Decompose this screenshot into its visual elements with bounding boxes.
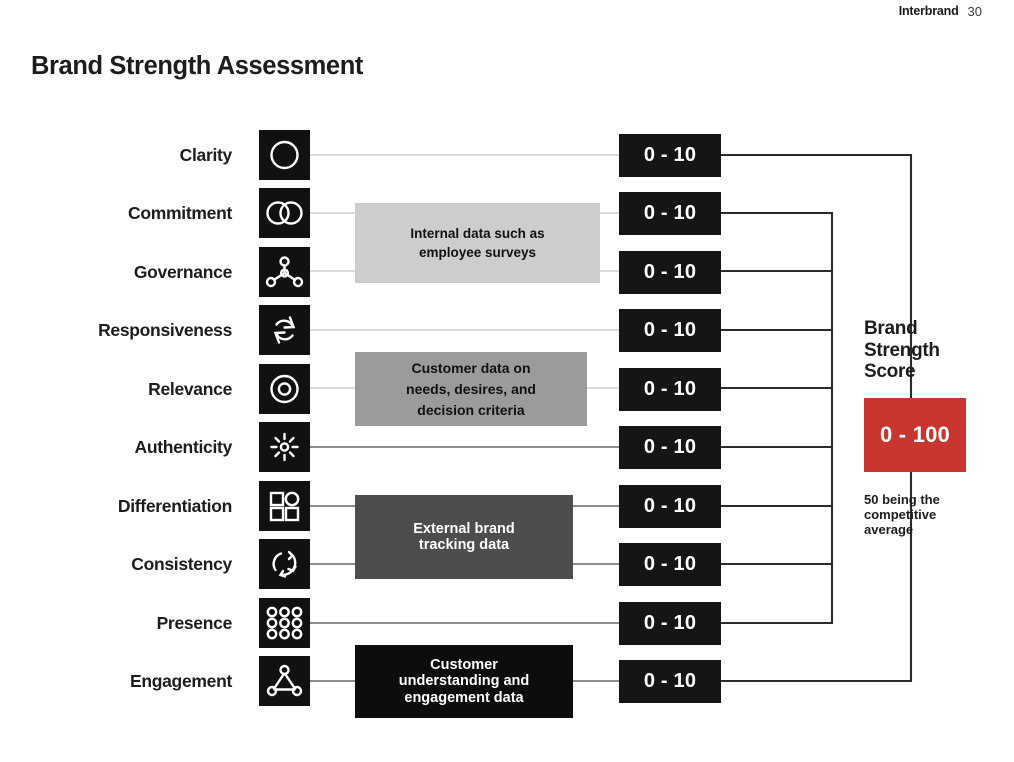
factor-row: Clarity 0 - 10 xyxy=(0,130,1014,180)
factor-row: Governance 0 - 10 xyxy=(0,247,1014,297)
brand-strength-score-value-box: 0 - 100 xyxy=(864,398,966,472)
factor-row: Commitment 0 - 10 xyxy=(0,188,1014,238)
factor-row: Responsiveness 0 - 10 xyxy=(0,305,1014,355)
factor-score-commitment: 0 - 10 xyxy=(619,192,721,235)
dot-grid-icon xyxy=(259,598,310,648)
slide-header: Interbrand 30 xyxy=(899,0,982,22)
venn-circles-icon xyxy=(259,188,310,238)
factor-row: Engagement 0 - 10 xyxy=(0,656,1014,706)
target-rings-icon xyxy=(259,364,310,414)
triangle-network-icon xyxy=(259,656,310,706)
brand-name: Interbrand xyxy=(898,4,959,18)
factor-score-governance: 0 - 10 xyxy=(619,251,721,294)
source-box-external-tracking-text: External brand tracking data xyxy=(413,520,515,554)
factor-label-responsiveness: Responsiveness xyxy=(98,320,232,340)
circular-arrows-icon xyxy=(259,305,310,355)
factor-row: Relevance 0 - 10 xyxy=(0,364,1014,414)
factor-label-clarity: Clarity xyxy=(179,145,233,165)
source-box-engagement: Customer understanding and engagement da… xyxy=(355,645,573,718)
factor-score-relevance: 0 - 10 xyxy=(619,368,721,411)
factor-label-presence: Presence xyxy=(156,613,233,633)
factor-label-commitment: Commitment xyxy=(128,203,232,223)
factor-score-authenticity: 0 - 10 xyxy=(619,426,721,469)
source-box-customer-needs-text: Customer data on needs, desires, and dec… xyxy=(406,359,536,418)
brand-strength-score-note: 50 being the competitive average xyxy=(864,492,940,537)
page-number: 30 xyxy=(967,3,982,19)
page-title: Brand Strength Assessment xyxy=(31,52,363,80)
factor-score-differentiation: 0 - 10 xyxy=(619,485,721,528)
factor-row: Differentiation 0 - 10 xyxy=(0,481,1014,531)
refresh-loop-icon xyxy=(259,539,310,589)
factor-score-presence: 0 - 10 xyxy=(619,602,721,645)
factor-label-consistency: Consistency xyxy=(131,554,232,574)
factor-label-authenticity: Authenticity xyxy=(134,437,232,457)
source-box-engagement-text: Customer understanding and engagement da… xyxy=(398,656,530,706)
sunburst-icon xyxy=(259,422,310,472)
source-box-customer-needs: Customer data on needs, desires, and dec… xyxy=(355,352,587,426)
source-box-internal: Internal data such as employee surveys xyxy=(355,203,600,283)
circle-icon xyxy=(259,130,310,180)
shapes-grid-icon xyxy=(259,481,310,531)
factor-label-differentiation: Differentiation xyxy=(117,496,232,516)
factor-score-engagement: 0 - 10 xyxy=(619,660,721,703)
factor-score-responsiveness: 0 - 10 xyxy=(619,309,721,352)
factor-score-consistency: 0 - 10 xyxy=(619,543,721,586)
factor-label-engagement: Engagement xyxy=(129,671,232,691)
source-box-internal-text: Internal data such as employee surveys xyxy=(410,226,545,260)
node-hierarchy-icon xyxy=(259,247,310,297)
factor-label-governance: Governance xyxy=(133,262,232,282)
source-box-external-tracking: External brand tracking data xyxy=(355,495,573,579)
brand-strength-score-value: 0 - 100 xyxy=(880,422,950,447)
factor-row: Presence 0 - 10 xyxy=(0,598,1014,648)
factor-label-relevance: Relevance xyxy=(148,379,232,399)
factor-score-clarity: 0 - 10 xyxy=(619,134,721,177)
factor-row: Authenticity 0 - 10 xyxy=(0,422,1014,472)
factor-row: Consistency 0 - 10 xyxy=(0,539,1014,589)
brand-strength-score-title: Brand Strength Score xyxy=(864,318,940,382)
